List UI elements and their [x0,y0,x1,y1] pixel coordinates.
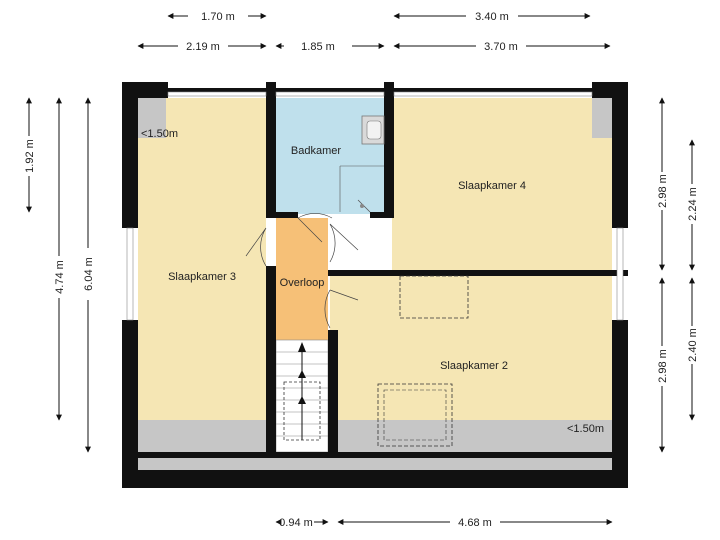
room-label-bedroom2: Slaapkamer 2 [440,360,508,372]
room-label-bedroom4: Slaapkamer 4 [458,180,526,192]
walls [122,82,628,488]
dim-top-1b: 3.40 m [475,11,509,23]
dim-right-inner-b: 2.98 m [657,349,669,383]
attic-hatch-bedroom2-upper [399,275,469,319]
dim-right-outer-a: 2.24 m [687,187,699,221]
low-ceiling-zone-bottom-right [338,420,612,452]
bedroom3-floor [138,98,266,420]
eaves-strip [138,458,612,470]
room-label-bathroom: Badkamer [291,145,341,157]
low-ceiling-zone-right-top [592,98,612,138]
door-swings [245,213,359,329]
sink-icon [361,115,385,145]
low-ceiling-zone-left-top [138,98,166,138]
dim-top-2b: 1.85 m [301,41,335,53]
dim-top-2c: 3.70 m [484,41,518,53]
dim-left-mid: 4.74 m [54,260,66,294]
low-ceiling-label-left: <1.50m [141,128,178,140]
dim-top-1a: 1.70 m [201,11,235,23]
stair-direction-arrow [298,342,306,440]
low-ceiling-label-right: <1.50m [567,423,604,435]
dim-right-outer-b: 2.40 m [687,328,699,362]
landing-floor [276,218,328,340]
stair-lower-outline [283,381,321,441]
shower-head-icon [357,199,371,213]
shower-outline [339,165,384,212]
room-label-bedroom3: Slaapkamer 3 [168,271,236,283]
dim-right-inner-a: 2.98 m [657,174,669,208]
attic-hatch-bedroom2-lower [377,383,453,447]
dim-top-2a: 2.19 m [186,41,220,53]
low-ceiling-zone-bottom-left [138,420,266,452]
dimension-lines [26,13,695,525]
dim-left-small: 1.92 m [24,139,36,173]
bedroom2-floor [330,276,612,420]
windows [126,91,624,321]
room-label-landing: Overloop [280,277,325,289]
dim-left-outer: 6.04 m [83,257,95,291]
dim-bottom-b: 4.68 m [458,517,492,529]
dim-bottom-a: 0.94 m [279,517,313,529]
bedroom4-floor [392,98,612,272]
